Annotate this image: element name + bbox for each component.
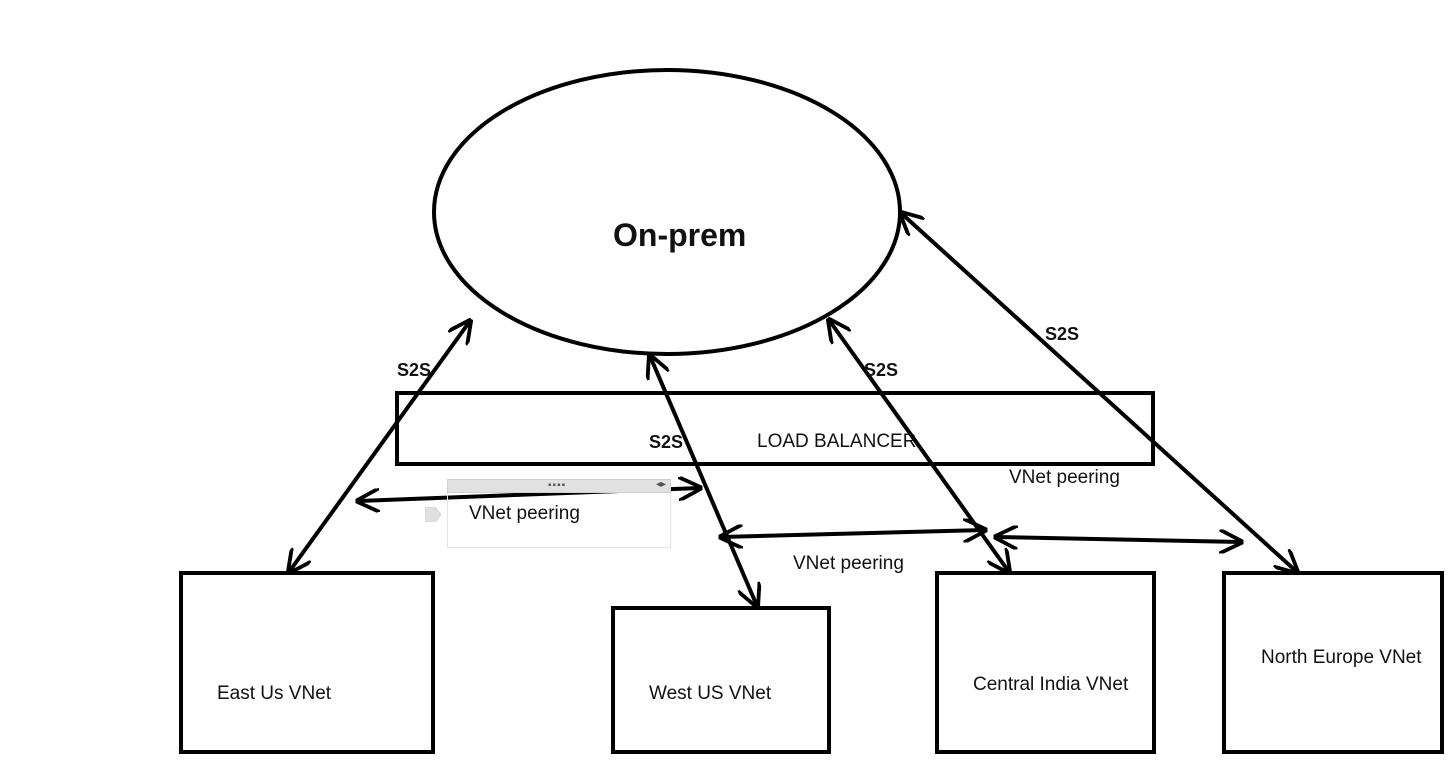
central-india-vnet-box[interactable] <box>935 571 1156 754</box>
north-europe-vnet-label: North Europe VNet <box>1261 647 1422 668</box>
peering-central-north-connector[interactable] <box>996 537 1241 542</box>
central-india-vnet-label: Central India VNet <box>973 674 1129 695</box>
west-us-vnet-label: West US VNet <box>649 683 772 704</box>
east-us-vnet-box[interactable] <box>179 571 435 754</box>
anchor-tab-icon[interactable] <box>425 507 441 522</box>
s2s-west-label: S2S <box>649 432 684 452</box>
s2s-west-connector[interactable] <box>650 356 757 606</box>
s2s-north-label: S2S <box>1045 324 1080 344</box>
selected-textbox-frame[interactable] <box>447 493 671 548</box>
onprem-ellipse[interactable] <box>432 68 902 356</box>
west-us-vnet-box[interactable] <box>611 606 831 754</box>
load-balancer-box[interactable] <box>395 391 1155 466</box>
load-balancer-label: LOAD BALANCER <box>757 431 917 452</box>
s2s-north-connector[interactable] <box>901 213 1297 572</box>
onprem-label: On-prem <box>613 217 747 253</box>
peering-west-central-connector[interactable] <box>721 530 985 537</box>
resize-arrows-icon[interactable]: ◂▸ <box>655 479 666 490</box>
east-us-vnet-label: East Us VNet <box>217 683 332 704</box>
north-europe-vnet-box[interactable] <box>1222 571 1444 754</box>
drag-dots-icon: ▪▪▪▪ <box>548 480 567 491</box>
s2s-east-label: S2S <box>397 360 432 380</box>
peering-selected-label[interactable]: VNet peering <box>469 503 580 524</box>
s2s-central-label: S2S <box>864 360 899 380</box>
textbox-move-handle[interactable]: ▪▪▪▪ ◂▸ <box>447 479 671 493</box>
s2s-east-connector[interactable] <box>289 321 470 572</box>
peering-west-central-label: VNet peering <box>793 553 904 574</box>
peering-central-north-label: VNet peering <box>1009 467 1120 488</box>
